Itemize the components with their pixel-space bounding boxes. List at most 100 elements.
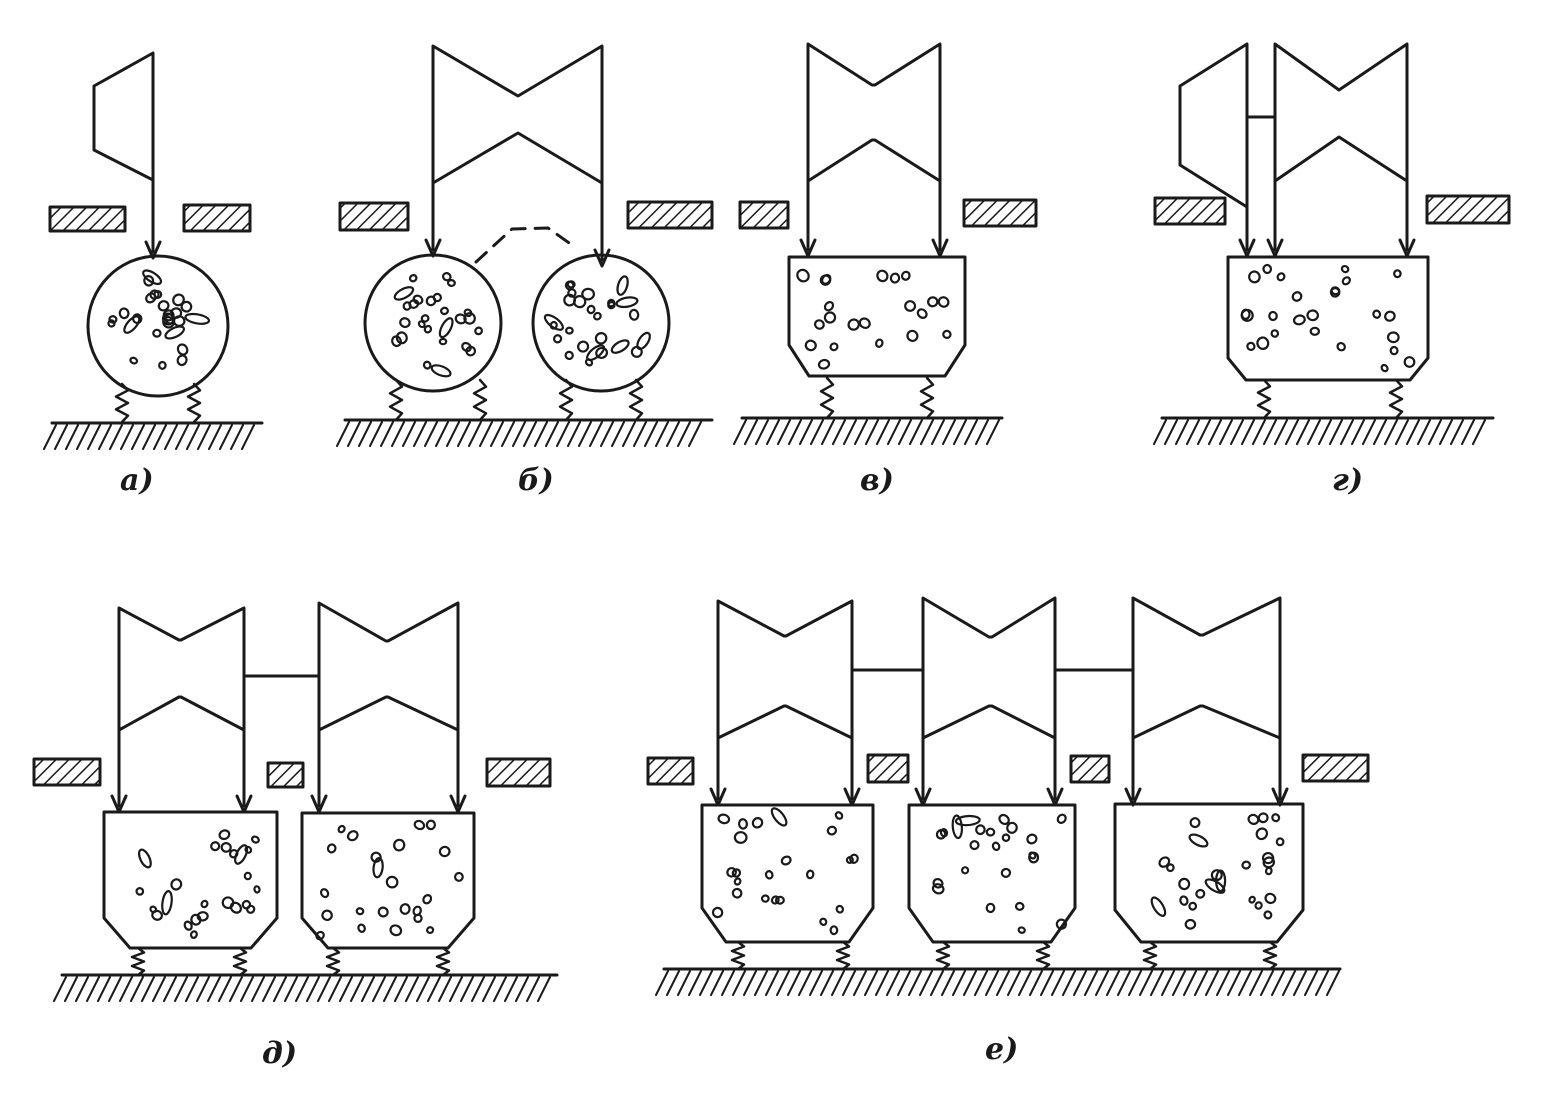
round-boiler	[86, 254, 230, 398]
rectangular-boiler	[300, 811, 476, 950]
hatched-block-icon	[182, 203, 252, 233]
arrow-icon	[1124, 736, 1142, 807]
panel-label-g: г)	[1332, 463, 1363, 498]
spring-icon	[730, 940, 746, 971]
spring-icon	[1142, 940, 1158, 971]
panel-label-v: в)	[860, 463, 894, 498]
rectangular-boiler	[1226, 255, 1430, 382]
ground-icon	[733, 416, 1004, 445]
spring-icon	[114, 382, 130, 424]
rectangular-boiler	[1113, 802, 1305, 944]
fuel-particles	[315, 819, 464, 941]
hatched-block-icon	[646, 756, 695, 786]
hatched-block-icon	[1301, 753, 1370, 783]
rectangular-boiler	[787, 255, 967, 378]
round-boiler	[531, 253, 671, 393]
hatched-block-icon	[1153, 196, 1227, 226]
arrow-icon	[799, 179, 817, 258]
fuel-particles	[931, 813, 1068, 934]
fuel-particles	[1240, 263, 1416, 373]
spring-icon	[558, 378, 574, 422]
ground-icon	[43, 421, 264, 450]
dashed-connector	[474, 226, 574, 264]
panel-a	[43, 51, 264, 450]
panel-label-d: д)	[262, 1036, 297, 1071]
spring-icon	[232, 946, 248, 977]
panel-label-a: а)	[120, 463, 154, 498]
panel-g	[1153, 42, 1511, 445]
spring-icon	[1256, 378, 1272, 420]
round-boiler	[363, 253, 503, 393]
arrow-icon	[235, 728, 253, 814]
hatched-block-icon	[962, 198, 1038, 228]
fuel-particles	[1150, 812, 1285, 930]
turbine-icon	[431, 44, 604, 185]
rectangular-boiler	[907, 803, 1077, 944]
panel-label-b: б)	[518, 463, 554, 498]
fuel-particles	[543, 275, 651, 367]
spring-icon	[628, 378, 644, 422]
spring-icon	[819, 376, 835, 420]
turbine-icon	[921, 596, 1057, 740]
fuel-particles	[391, 272, 484, 378]
fuel-particles	[107, 269, 211, 370]
spring-icon	[186, 382, 202, 424]
hatched-block-icon	[485, 757, 552, 788]
arrow-icon	[843, 736, 861, 807]
panel-b	[336, 44, 714, 447]
fuel-particles	[135, 829, 261, 939]
turbine-icon	[1131, 596, 1282, 740]
turbine-icon	[1273, 42, 1409, 183]
panel-label-e: е)	[985, 1032, 1018, 1067]
hatched-block-icon	[1069, 754, 1111, 784]
hatched-block-icon	[338, 201, 410, 232]
hatched-block-icon	[626, 200, 714, 230]
arrow-icon	[709, 736, 727, 807]
hatched-block-icon	[266, 761, 305, 789]
spring-icon	[472, 378, 488, 422]
hatched-block-icon	[738, 200, 790, 230]
arrow-icon	[1046, 736, 1064, 807]
turbine-icon	[716, 599, 854, 740]
rectangular-boiler	[700, 803, 875, 944]
fuel-particles	[796, 268, 952, 370]
turbine-icon	[117, 606, 246, 732]
spring-icon	[935, 940, 951, 971]
panel-d	[32, 601, 559, 1002]
turbine-icon	[317, 601, 460, 732]
spring-icon	[325, 946, 341, 977]
ground-icon	[336, 418, 714, 447]
arrow-icon	[110, 728, 128, 814]
ground-icon	[53, 973, 559, 1002]
arrow-icon	[931, 179, 949, 258]
ground-icon	[655, 967, 1342, 996]
spring-icon	[835, 940, 851, 971]
arrow-icon	[144, 178, 162, 260]
fuel-particles	[711, 807, 859, 936]
hatched-block-icon	[866, 753, 910, 784]
hatched-block-icon	[48, 205, 127, 233]
spring-icon	[1035, 940, 1051, 971]
panel-e	[646, 596, 1370, 996]
turbine-icon	[1178, 42, 1249, 209]
spring-icon	[919, 376, 935, 420]
panel-v	[733, 42, 1038, 445]
arrow-icon	[1266, 179, 1284, 258]
arrow-icon	[1398, 179, 1416, 258]
spring-icon	[130, 946, 146, 977]
spring-icon	[1388, 378, 1404, 420]
turbine-icon	[806, 42, 942, 183]
spring-icon	[388, 378, 404, 422]
rectangular-boiler	[102, 810, 279, 950]
arrow-icon	[1271, 736, 1289, 807]
spring-icon	[435, 946, 451, 977]
arrow-icon	[424, 181, 442, 258]
arrow-icon	[1238, 205, 1256, 258]
arrow-icon	[310, 728, 328, 814]
spring-icon	[1262, 940, 1278, 971]
arrow-icon	[914, 736, 932, 807]
hatched-block-icon	[1425, 194, 1511, 225]
turbine-icon	[92, 51, 155, 182]
hatched-block-icon	[32, 757, 102, 787]
